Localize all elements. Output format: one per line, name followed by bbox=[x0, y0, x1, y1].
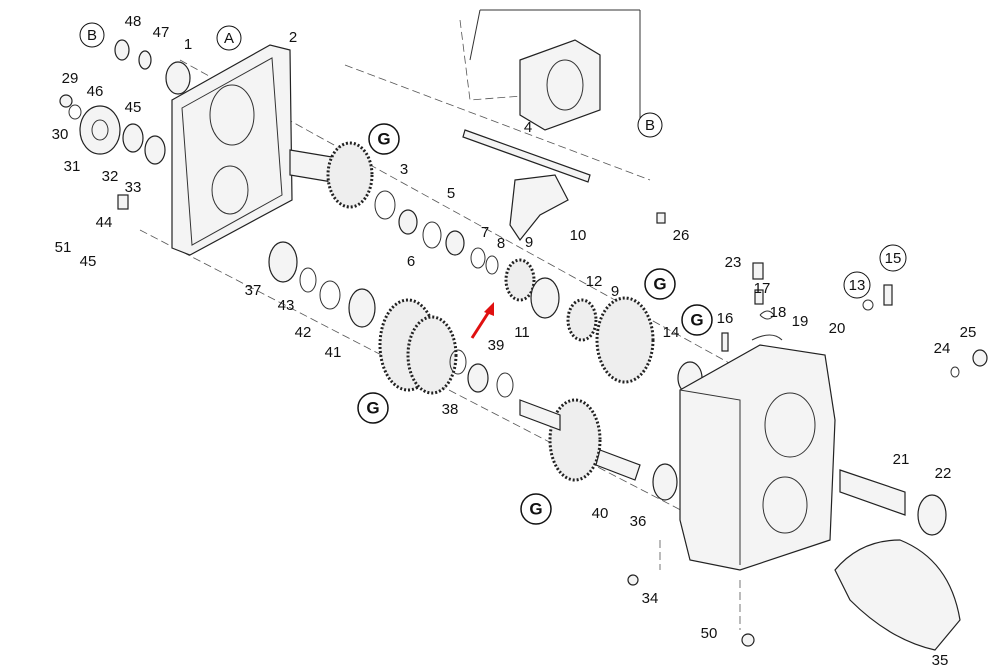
callout-G: G bbox=[681, 304, 713, 336]
part-label: 20 bbox=[829, 320, 846, 337]
part-label: 32 bbox=[102, 168, 119, 185]
cover-plate bbox=[171, 44, 293, 256]
svg-text:A: A bbox=[224, 30, 234, 47]
callout-13: 13 bbox=[843, 271, 871, 299]
part-label: 33 bbox=[125, 179, 142, 196]
part-label: 23 bbox=[725, 254, 742, 271]
part-label: 51 bbox=[55, 239, 72, 256]
part-label: 8 bbox=[497, 235, 505, 252]
part-label: 7 bbox=[481, 224, 489, 241]
callout-B-left: B bbox=[79, 22, 105, 48]
part-label: 36 bbox=[630, 513, 647, 530]
part-label: 12 bbox=[586, 273, 603, 290]
part-label: 42 bbox=[295, 324, 312, 341]
motor-flange bbox=[469, 9, 641, 131]
part-label: 17 bbox=[754, 280, 771, 297]
svg-text:13: 13 bbox=[849, 277, 866, 294]
callout-A: A bbox=[216, 25, 242, 51]
svg-text:G: G bbox=[690, 310, 703, 329]
part-label: 35 bbox=[932, 652, 949, 669]
callout-15: 15 bbox=[879, 244, 907, 272]
svg-text:B: B bbox=[87, 27, 97, 44]
part-label: 40 bbox=[592, 505, 609, 522]
svg-text:G: G bbox=[366, 398, 379, 417]
part-label: 30 bbox=[52, 126, 69, 143]
small-hardware bbox=[627, 212, 988, 647]
part-label: 25 bbox=[960, 324, 977, 341]
part-label: 41 bbox=[325, 344, 342, 361]
svg-text:G: G bbox=[529, 499, 542, 518]
part-label: 9 bbox=[525, 234, 533, 251]
callout-B-right: B bbox=[637, 112, 663, 138]
part-label: 11 bbox=[514, 324, 530, 341]
part-label: 38 bbox=[442, 401, 459, 418]
callout-G: G bbox=[357, 392, 389, 424]
part-label: 4 bbox=[524, 119, 532, 136]
part-label: 9 bbox=[611, 283, 619, 300]
svg-text:B: B bbox=[645, 117, 655, 134]
svg-text:G: G bbox=[377, 129, 390, 148]
left-flange-parts bbox=[59, 39, 191, 210]
svg-text:15: 15 bbox=[885, 250, 902, 267]
svg-text:G: G bbox=[653, 274, 666, 293]
part-label: 2 bbox=[289, 29, 297, 46]
part-label: 39 bbox=[488, 337, 505, 354]
part-label: 47 bbox=[153, 24, 170, 41]
part-label: 48 bbox=[125, 13, 142, 30]
part-label: 50 bbox=[701, 625, 718, 642]
callout-G: G bbox=[368, 123, 400, 155]
part-label: 26 bbox=[673, 227, 690, 244]
part-label: 1 bbox=[184, 36, 192, 53]
gears bbox=[289, 141, 655, 482]
highlight-arrow bbox=[470, 302, 494, 339]
part-label: 14 bbox=[663, 324, 680, 341]
callout-G: G bbox=[644, 268, 676, 300]
circled-labels: B A B 13 15 G G G G G bbox=[79, 22, 907, 525]
part-label: 43 bbox=[278, 297, 295, 314]
part-label: 3 bbox=[400, 161, 408, 178]
part-label: 22 bbox=[935, 465, 952, 482]
part-label: 46 bbox=[87, 83, 104, 100]
part-label: 37 bbox=[245, 282, 262, 299]
gearbox-housing bbox=[679, 344, 836, 571]
part-label: 19 bbox=[792, 313, 809, 330]
part-label: 21 bbox=[893, 451, 910, 468]
part-label: 5 bbox=[447, 185, 455, 202]
housing-cover bbox=[834, 539, 961, 651]
part-label: 45 bbox=[125, 99, 142, 116]
callout-G: G bbox=[520, 493, 552, 525]
part-label: 29 bbox=[62, 70, 79, 87]
part-label: 45 bbox=[80, 253, 97, 270]
part-label: 6 bbox=[407, 253, 415, 270]
part-label: 34 bbox=[642, 590, 659, 607]
part-label: 24 bbox=[934, 340, 951, 357]
part-label: 18 bbox=[770, 304, 787, 321]
part-number-labels: 1 2 3 4 5 6 7 8 9 9 10 11 12 14 16 17 18… bbox=[52, 13, 977, 669]
bearings-rings bbox=[268, 190, 947, 536]
part-label: 16 bbox=[717, 310, 734, 327]
shift-shaft bbox=[462, 129, 591, 242]
part-label: 31 bbox=[64, 158, 81, 175]
part-label: 44 bbox=[96, 214, 113, 231]
part-label: 10 bbox=[570, 227, 587, 244]
